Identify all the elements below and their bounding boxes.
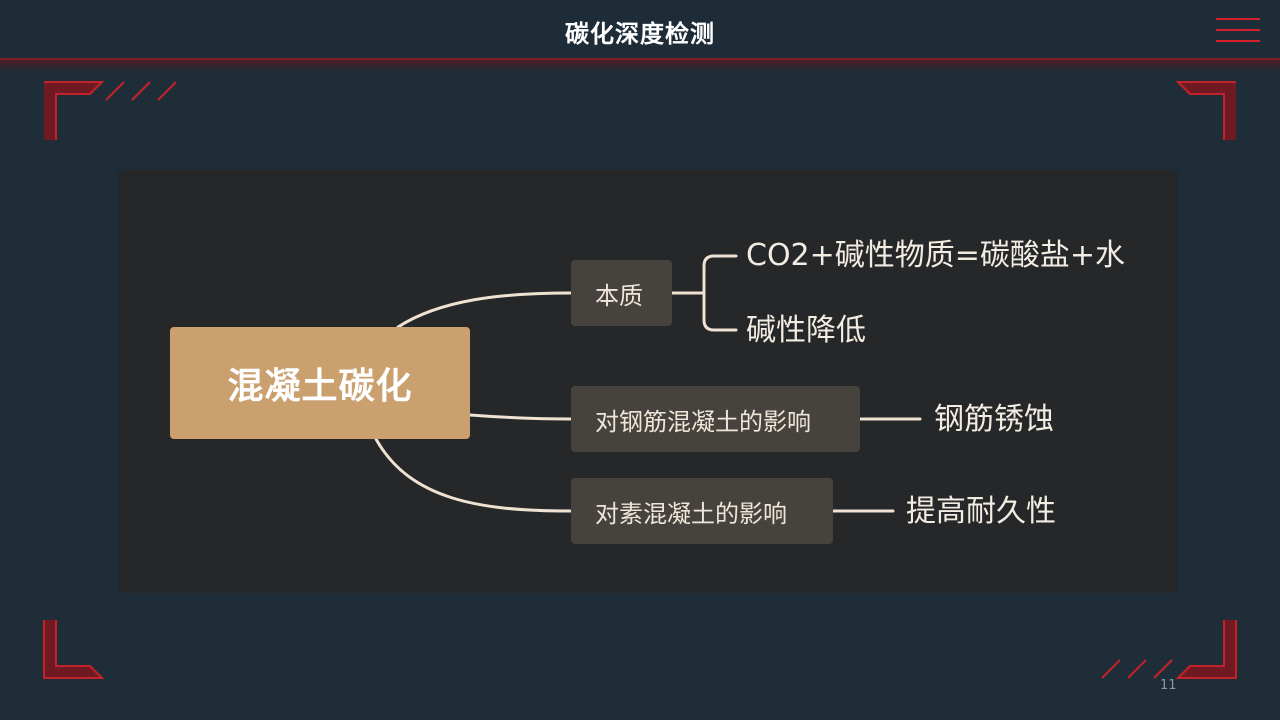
branch-node-essence: 本质: [571, 260, 672, 326]
mindmap-root-node: 混凝土碳化: [170, 327, 470, 439]
leaf-improved-durability: 提高耐久性: [906, 494, 1056, 529]
corner-bracket-bottom-right: [1101, 620, 1237, 679]
slide-title: 碳化深度检测: [565, 20, 715, 48]
corner-bracket-bottom-left: [43, 620, 105, 679]
slide-header: [0, 0, 1280, 58]
leaf-reaction-equation: CO2+碱性物质=碳酸盐+水: [746, 238, 1126, 273]
leaf-rebar-corrosion: 钢筋锈蚀: [934, 402, 1054, 437]
page-number: 11: [1160, 678, 1177, 693]
corner-bracket-top-left: [44, 81, 177, 140]
hamburger-menu-icon[interactable]: [1216, 18, 1262, 44]
leaf-alkalinity-decrease: 碱性降低: [746, 313, 866, 348]
header-glow-band: [0, 58, 1280, 72]
header-divider: [0, 58, 1280, 60]
branch-node-plain-concrete: 对素混凝土的影响: [571, 478, 833, 544]
corner-bracket-top-right: [1175, 81, 1236, 140]
branch-node-reinforced-concrete: 对钢筋混凝土的影响: [571, 386, 860, 452]
